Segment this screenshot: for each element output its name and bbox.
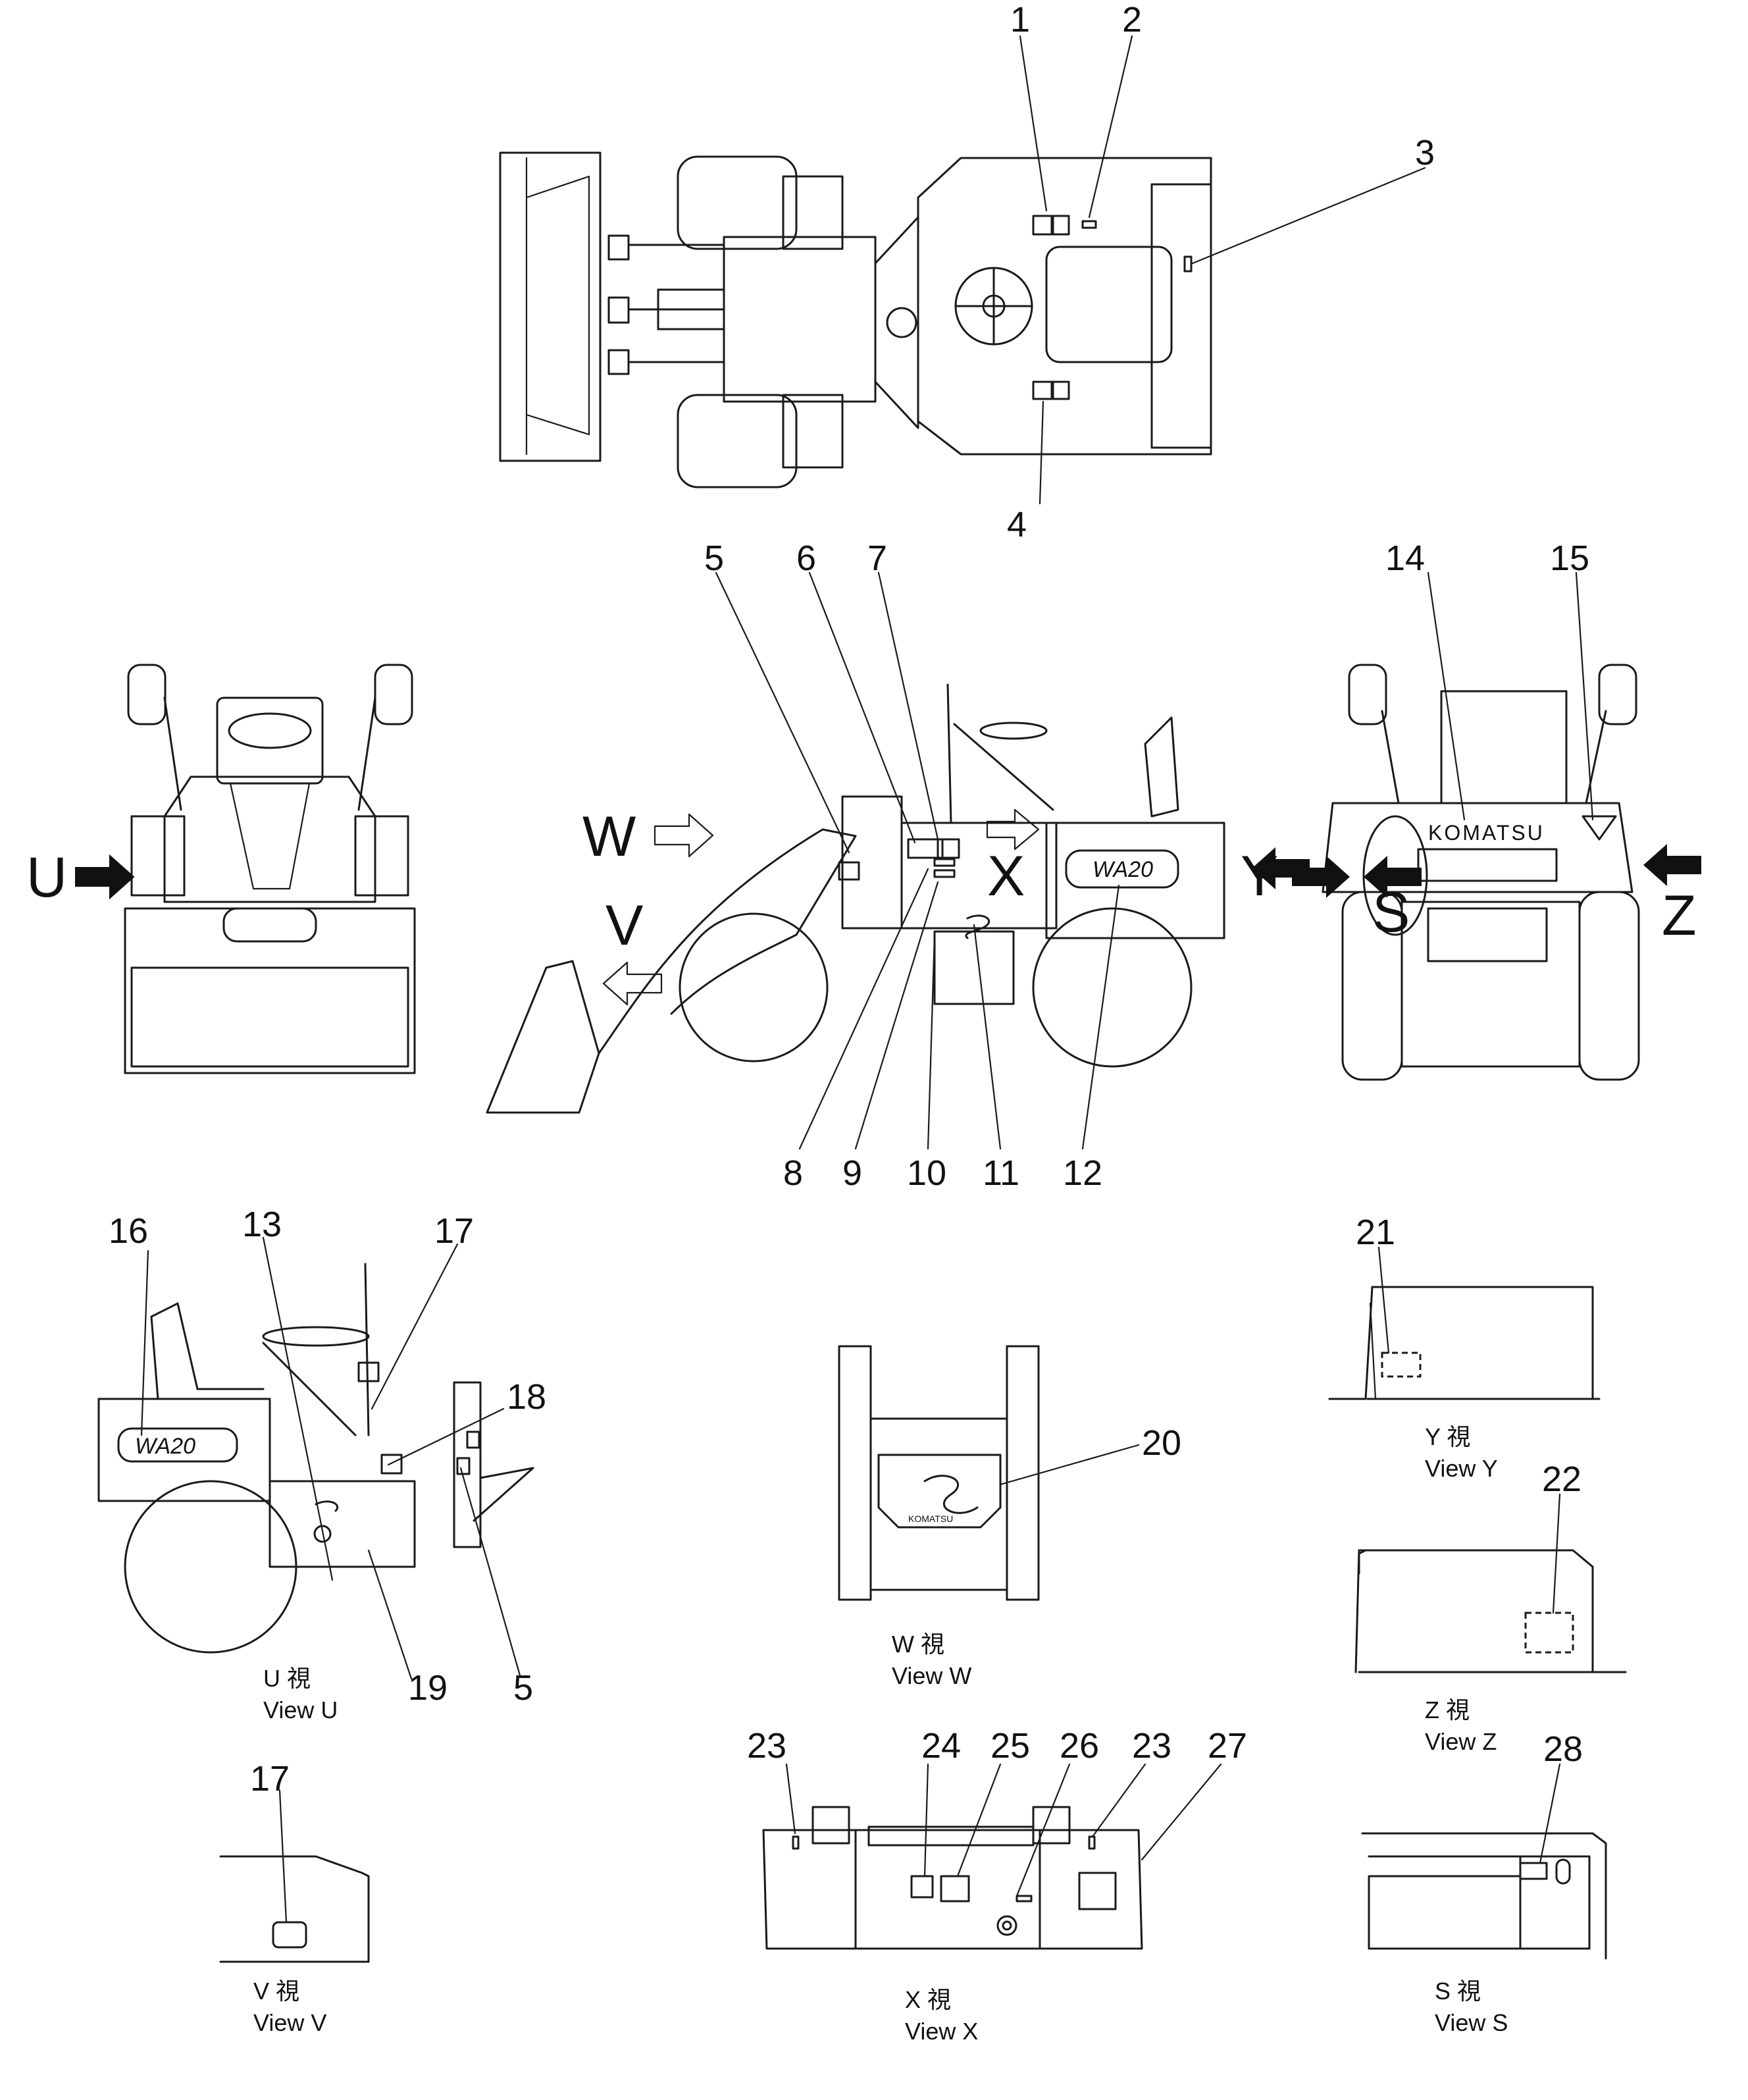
seat-side: [1144, 716, 1179, 818]
seat: [1045, 246, 1173, 363]
callout-28: 28: [1543, 1729, 1583, 1769]
caption-z-en: View Z: [1425, 1728, 1497, 1755]
caption-z-jp: Z 視: [1425, 1696, 1470, 1723]
caption-u-jp: U 視: [263, 1665, 311, 1692]
wa20-badge-u: [117, 1427, 238, 1463]
callout-1: 1: [1010, 0, 1030, 39]
callout-17: 17: [434, 1211, 474, 1251]
front-frame: [723, 236, 877, 403]
callout-12: 12: [1063, 1153, 1102, 1193]
view-letter-v: V: [605, 894, 643, 957]
caption-v-en: View V: [253, 2009, 326, 2036]
front-tire-bottom: [677, 394, 798, 488]
arrow-w-icon: [654, 813, 714, 858]
callout-19: 19: [408, 1668, 448, 1708]
caption-x-en: View X: [905, 2018, 978, 2045]
view-letter-u: U: [26, 846, 67, 909]
caption-s-jp: S 視: [1435, 1978, 1481, 2005]
arrow-z-icon: [1643, 844, 1701, 886]
mirror-left: [127, 664, 167, 725]
callout-23-left: 23: [747, 1726, 786, 1766]
callout-14: 14: [1385, 538, 1425, 578]
callout-5: 5: [704, 538, 724, 578]
mirror-right: [374, 664, 413, 725]
view-u: WA20 16 13 17 18 19 5 U 視 View U: [97, 1205, 546, 1723]
caption-w-jp: W 視: [892, 1631, 944, 1658]
callout-16: 16: [109, 1211, 148, 1251]
caption-w-en: View W: [892, 1662, 971, 1689]
caption-s-en: View S: [1435, 2009, 1508, 2036]
view-letter-y: Y: [1241, 845, 1278, 908]
callout-10: 10: [907, 1153, 946, 1193]
caption-x-jp: X 視: [905, 1986, 951, 2013]
callout-20: 20: [1142, 1423, 1181, 1463]
arrow-v-icon: [602, 961, 663, 1006]
front-view: U: [26, 664, 416, 1074]
bucket-side: [486, 960, 600, 1114]
callout-4: 4: [1007, 505, 1027, 544]
view-letter-x: X: [987, 845, 1025, 908]
view-y: 21 Y 視 View Y: [1328, 1213, 1601, 1482]
callout-24: 24: [921, 1726, 961, 1766]
rear-body: [917, 157, 1212, 456]
view-w: KOMATSU 20 W 視 View W: [838, 1345, 1181, 1689]
komatsu-plate-rear: KOMATSU: [1428, 821, 1545, 845]
view-v: 17 V 視 View V: [219, 1759, 370, 2036]
callout-5-u: 5: [513, 1668, 533, 1708]
front-bucket: [124, 907, 416, 1074]
callout-26: 26: [1060, 1726, 1099, 1766]
top-view: 1 2 3 4: [499, 0, 1435, 544]
front-tire-top: [677, 155, 798, 250]
view-letter-w: W: [582, 805, 636, 868]
callout-18: 18: [507, 1377, 546, 1417]
callout-22: 22: [1542, 1459, 1581, 1499]
callout-21: 21: [1356, 1213, 1395, 1252]
warning-triangle: [1581, 815, 1617, 841]
callout-11: 11: [983, 1153, 1019, 1193]
caption-y-en: View Y: [1425, 1455, 1498, 1482]
callout-23-right: 23: [1132, 1726, 1171, 1766]
arrow-x-icon: [986, 808, 1040, 851]
arrow-y-icon: [1292, 856, 1350, 898]
front-badge-text: KOMATSU: [908, 1513, 953, 1524]
view-letter-z: Z: [1662, 884, 1697, 947]
rear-view: KOMATSU Y Z S 14 15: [1241, 538, 1701, 1081]
callout-2: 2: [1122, 0, 1142, 39]
bucket-edge: [525, 157, 590, 456]
front-wheel: [679, 912, 829, 1063]
view-letter-s: S: [1372, 881, 1410, 944]
bucket-outline: [499, 151, 602, 462]
view-z: 22 Z 視 View Z: [1354, 1459, 1627, 1755]
wa20-badge-side-text: WA20: [1092, 857, 1153, 882]
callout-9: 9: [842, 1153, 862, 1193]
wa20-badge-side: [1065, 849, 1179, 889]
callout-3: 3: [1415, 133, 1435, 172]
rear-wheel: [1032, 907, 1193, 1068]
callout-8: 8: [783, 1153, 803, 1193]
caption-u-en: View U: [263, 1696, 338, 1723]
side-view: WA20 W V X 5 6 7 8 9 10 11 12: [486, 538, 1225, 1193]
rear-hood: [1045, 822, 1225, 939]
caption-v-jp: V 視: [253, 1978, 299, 2005]
wa20-badge-u-text: WA20: [135, 1434, 195, 1459]
callout-7: 7: [867, 538, 887, 578]
komatsu-emblem-plate: [877, 1454, 1002, 1529]
view-s: 28 S 視 View S: [1361, 1729, 1607, 2036]
callout-17-v: 17: [250, 1759, 290, 1798]
label-21-dashed: [1381, 1352, 1422, 1378]
callout-13: 13: [242, 1205, 282, 1244]
arrow-s-icon: [1364, 856, 1422, 898]
callout-15: 15: [1550, 538, 1589, 578]
label-22-dashed: [1524, 1612, 1574, 1654]
callout-6: 6: [796, 538, 816, 578]
caption-y-jp: Y 視: [1425, 1423, 1470, 1450]
callout-27: 27: [1208, 1726, 1247, 1766]
loader-arm: [598, 828, 857, 1055]
view-x: 23 24 25 26 23 27 X 視 View X: [747, 1726, 1247, 2045]
callout-25: 25: [990, 1726, 1030, 1766]
